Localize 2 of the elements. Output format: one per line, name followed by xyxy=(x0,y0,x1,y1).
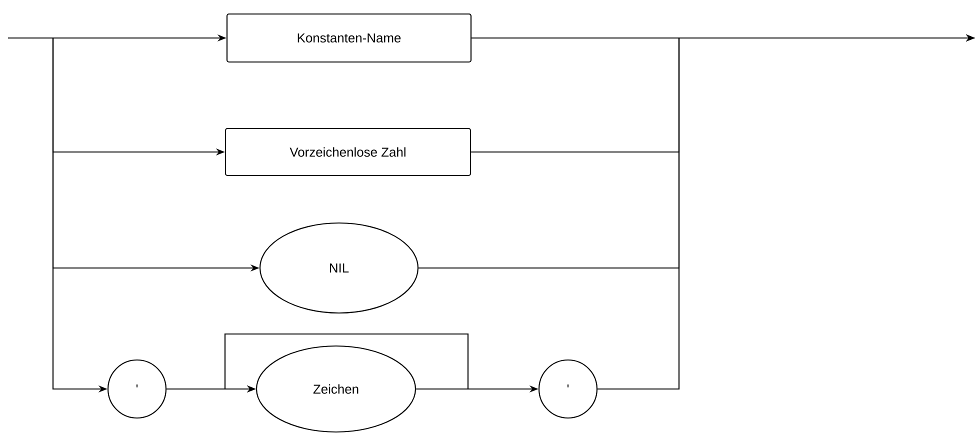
terminal-box: Konstanten-Name xyxy=(226,13,472,63)
terminal-box: Vorzeichenlose Zahl xyxy=(224,128,472,176)
